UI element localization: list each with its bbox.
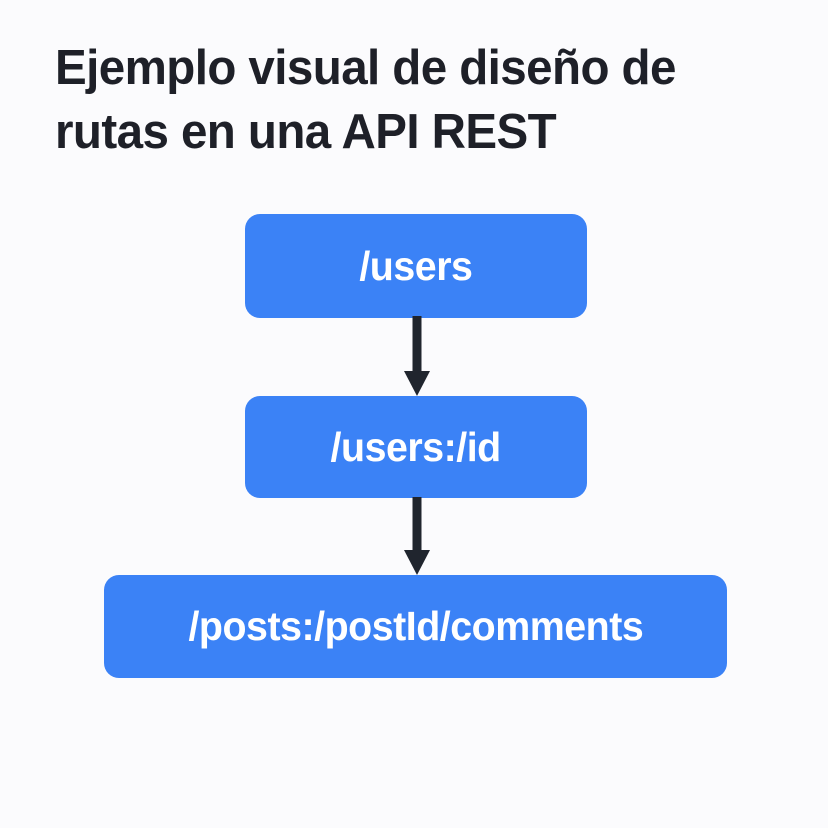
flow-connector-users-to-users-id	[402, 316, 432, 398]
flow-node-users-label: /users	[359, 242, 473, 289]
flow-node-users-id[interactable]: /users:/id	[245, 396, 587, 498]
flow-node-posts-comments[interactable]: /posts:/postId/comments	[104, 575, 727, 678]
arrow-down-icon	[404, 316, 430, 396]
flow-connector-users-id-to-posts-comments	[402, 497, 432, 577]
page-title-line-1: Ejemplo visual de diseño de	[55, 41, 676, 95]
flow-node-users[interactable]: /users	[245, 214, 587, 318]
page-title-line-2: rutas en una API REST	[55, 105, 557, 159]
arrow-down-icon	[404, 497, 430, 575]
flow-node-users-id-label: /users:/id	[330, 423, 502, 470]
flow-node-posts-comments-label: /posts:/postId/comments	[188, 603, 643, 649]
page-title: Ejemplo visual de diseño de rutas en una…	[55, 36, 755, 164]
